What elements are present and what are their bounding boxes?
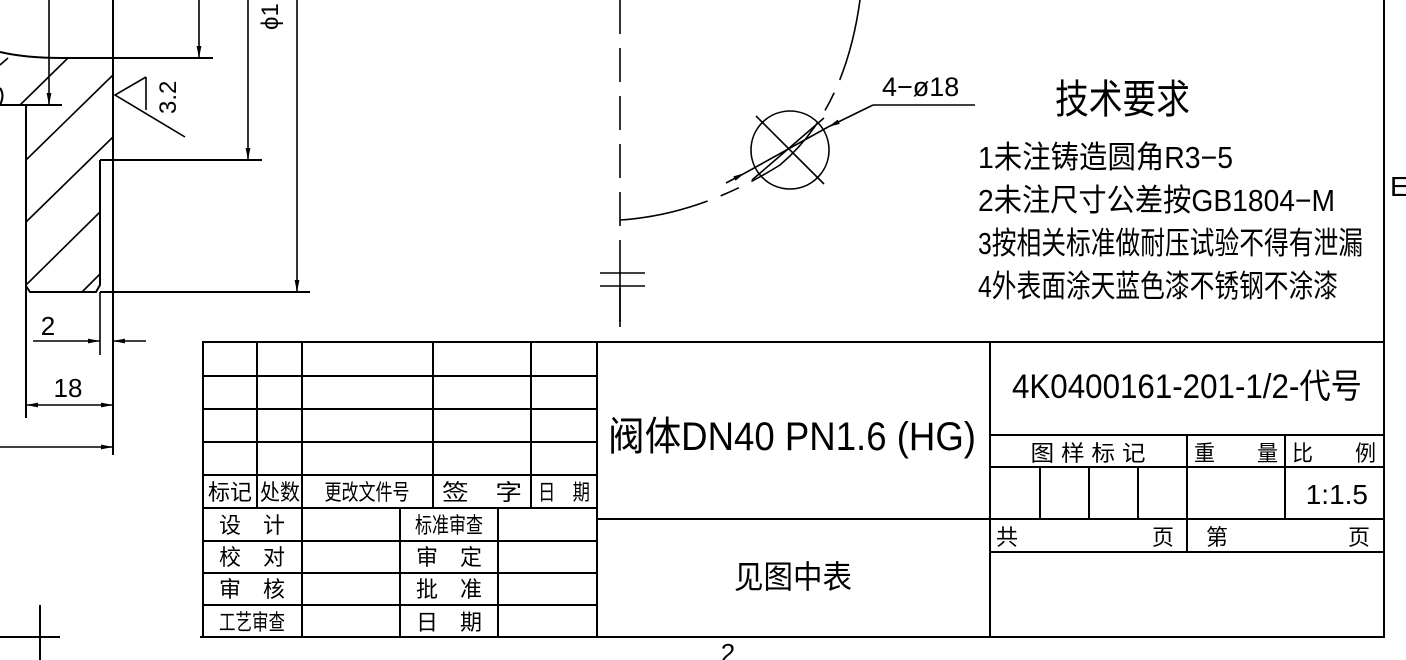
label-proofread: 校 对 <box>219 546 285 571</box>
bottom-zone-label: 2 <box>721 638 735 660</box>
header-signature: 签 字 <box>442 481 522 506</box>
part-name: 阀体DN40 PN1.6 (HG) <box>608 415 976 459</box>
roughness-value: 3.2 <box>155 81 182 114</box>
tech-item: 1未注铸造圆角R3−5 <box>978 140 1233 175</box>
page-number-unit: 页 <box>1348 526 1370 551</box>
material: 见图中表 <box>734 558 852 596</box>
header-mark: 标记 <box>208 481 252 506</box>
total-pages-unit: 页 <box>1152 526 1174 551</box>
header-change-doc: 更改文件号 <box>325 481 410 506</box>
section-view: 2 18 ϕ1 3.2 <box>0 0 310 455</box>
dim-2: 2 <box>41 311 55 341</box>
tech-item: 2未注尺寸公差按GB1804−M <box>978 183 1335 218</box>
drawing-number: 4K0400161-201-1/2-代号 <box>1012 368 1362 406</box>
header-count: 处数 <box>260 481 300 506</box>
roughness-symbol <box>113 76 186 138</box>
header-date: 日 期 <box>538 481 590 506</box>
scale-value: 1:1.5 <box>1306 479 1368 510</box>
tech-requirements: 技术要求 1未注铸造圆角R3−5 2未注尺寸公差按GB1804−M 3按相关标准… <box>978 78 1363 304</box>
hole-callout: 4−ø18 <box>882 72 959 102</box>
label-design: 设 计 <box>219 514 285 539</box>
label-standard-review: 标准审查 <box>415 514 483 539</box>
total-pages-label: 共 <box>996 526 1018 551</box>
label-approve-final: 审 定 <box>416 546 482 571</box>
page-number-label: 第 <box>1206 526 1228 551</box>
tech-item: 4外表面涂天蓝色漆不锈钢不涂漆 <box>978 269 1338 304</box>
title-block: 标记 处数 更改文件号 签 字 日 期 设 计 校 对 审 核 工艺审查 标准审… <box>202 341 1385 638</box>
pattern-mark-label: 图 样 标 记 <box>1031 442 1146 467</box>
zone-label: E <box>1390 171 1406 202</box>
dim-diameter: ϕ1 <box>257 3 284 30</box>
bolt-hole <box>750 110 830 190</box>
tech-title: 技术要求 <box>1055 78 1190 122</box>
scale-label: 比 例 <box>1292 442 1376 467</box>
dim-18: 18 <box>54 373 83 403</box>
hatching <box>0 57 114 293</box>
weight-label: 重 量 <box>1194 442 1278 467</box>
label-date: 日 期 <box>416 611 482 636</box>
tech-item: 3按相关标准做耐压试验不得有泄漏 <box>978 226 1363 261</box>
label-review: 审 核 <box>219 578 285 603</box>
top-view: 4−ø18 <box>600 0 975 327</box>
center-symbol <box>600 272 645 327</box>
label-approve: 批 准 <box>416 578 482 603</box>
label-process-review: 工艺审查 <box>219 611 285 636</box>
